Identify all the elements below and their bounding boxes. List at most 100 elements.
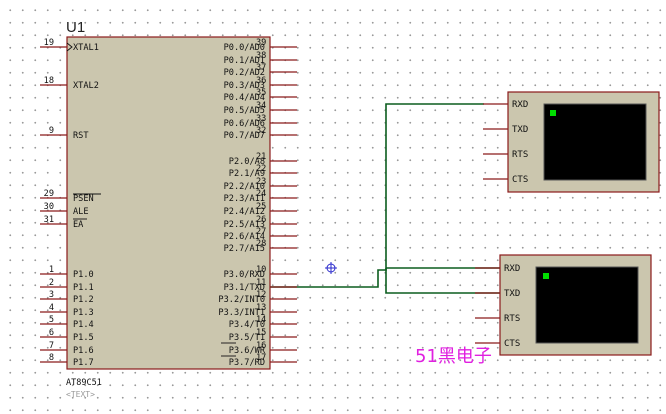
pin-label: P3.3/INT1	[218, 308, 265, 318]
pin-label: RTS	[512, 150, 528, 160]
pin-number: 8	[49, 353, 54, 363]
pin-label: XTAL2	[73, 81, 99, 91]
pin-label: RXD	[504, 264, 520, 274]
pin-number: 21	[256, 152, 266, 162]
pin-number: 16	[256, 341, 266, 351]
pin-number: 7	[49, 341, 54, 351]
virtual-terminal-1[interactable]: RXD TXD RTS CTS	[483, 91, 660, 193]
terminal1-screen[interactable]	[543, 103, 647, 181]
terminal2-pin-rts[interactable]: RTS	[475, 314, 520, 324]
pin-label: P1.2	[73, 295, 94, 305]
pin-number: 31	[44, 215, 54, 225]
pin-number: 2	[49, 278, 54, 288]
pin-number: 19	[44, 38, 54, 48]
pin-number: 5	[49, 315, 54, 325]
pin-number: 22	[256, 164, 266, 174]
virtual-terminal-2[interactable]: RXD TXD RTS CTS	[475, 254, 652, 356]
pin-label: RXD	[512, 100, 528, 110]
pin-number: 36	[256, 76, 266, 86]
terminal2-pin-rxd[interactable]: RXD	[475, 264, 520, 274]
pin-label: P1.3	[73, 308, 94, 318]
wire-txd-to-terminal1-rxd[interactable]	[270, 103, 484, 288]
terminal2-screen[interactable]	[535, 266, 639, 344]
terminal1-pin-cts[interactable]: CTS	[483, 175, 528, 185]
pin-number: 29	[44, 189, 54, 199]
pin-label: P2.0/A8	[229, 157, 265, 167]
wires	[270, 103, 502, 294]
pin-label: P0.1/AD1	[224, 56, 265, 66]
terminal2-cursor-led	[543, 273, 549, 279]
pin-label: P0.6/AD6	[224, 119, 265, 129]
pin-label: TXD	[512, 125, 528, 135]
pin-number: 12	[256, 290, 266, 300]
pin-number: 27	[256, 227, 266, 237]
terminal2-pin-cts[interactable]: CTS	[475, 339, 520, 349]
pin-number: 24	[256, 189, 266, 199]
pin-label: P1.0	[73, 270, 94, 280]
terminal1-pin-txd[interactable]: TXD	[483, 125, 528, 135]
pin-label: P2.5/A13	[224, 220, 265, 230]
terminal1-pin-rxd[interactable]: RXD	[483, 100, 528, 110]
pin-label: P2.3/A11	[224, 194, 265, 204]
chip-refdes: U1	[66, 19, 85, 36]
pin-label: XTAL1	[73, 43, 99, 53]
pin-label: P2.2/A10	[224, 182, 265, 192]
wire-terminal2-txd[interactable]	[385, 268, 502, 294]
pin-number: 34	[256, 101, 266, 111]
pin-number: 15	[256, 328, 266, 338]
pin-label: RST	[73, 131, 89, 141]
terminal2-pin-txd[interactable]: TXD	[475, 289, 520, 299]
pin-number: 35	[256, 88, 266, 98]
pin-number: 4	[49, 303, 54, 313]
pin-label: P3.2/INT0	[218, 295, 265, 305]
terminal2-pins: RXD TXD RTS CTS	[475, 264, 520, 349]
pin-number: 28	[256, 239, 266, 249]
pin-number: 32	[256, 126, 266, 136]
terminal1-cursor-led	[550, 110, 556, 116]
terminal1-pin-rts[interactable]: RTS	[483, 150, 528, 160]
pin-label: P1.5	[73, 333, 94, 343]
pin-label: P0.7/AD7	[224, 131, 265, 141]
pin-label: P0.0/AD0	[224, 43, 265, 53]
pin-label: P3.7/RD	[229, 358, 265, 368]
